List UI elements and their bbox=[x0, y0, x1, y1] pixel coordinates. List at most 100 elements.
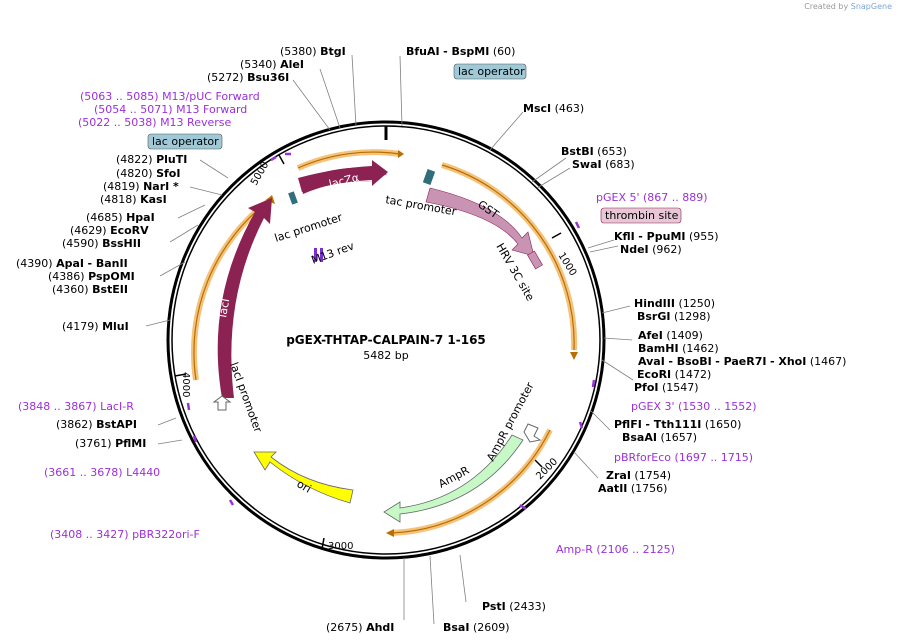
primer-label: Amp-R (2106 .. 2125) bbox=[556, 543, 675, 556]
site-label: NdeI (962) bbox=[620, 243, 682, 256]
site-label: (5380) BtgI bbox=[280, 45, 346, 58]
site-label: BsaAI (1657) bbox=[622, 431, 697, 444]
site-label: (4390) ApaI - BanII bbox=[16, 257, 128, 270]
lac-promoter-arc-line bbox=[297, 151, 401, 169]
primer-label: pGEX 3' (1530 .. 1552) bbox=[631, 400, 757, 413]
tick-5000 bbox=[278, 154, 285, 165]
gst-arrow bbox=[425, 187, 535, 257]
arc-arrow-right bbox=[570, 352, 578, 360]
laci-arrow bbox=[217, 198, 272, 398]
site-label: (5340) AleI bbox=[240, 58, 304, 71]
lac-promoter-arc bbox=[296, 149, 401, 171]
thrombin-label: thrombin site bbox=[605, 209, 679, 222]
site-label: BamHI (1462) bbox=[638, 342, 719, 355]
site-label: EcoRI (1472) bbox=[637, 368, 711, 381]
leader bbox=[319, 68, 341, 129]
primer-label: (3408 .. 3427) pBR322ori-F bbox=[50, 528, 200, 541]
left-primer-labels: (5063 .. 5085) M13/pUC Forward (5054 .. … bbox=[18, 90, 260, 541]
primer-mark bbox=[270, 155, 277, 162]
leader bbox=[157, 417, 177, 426]
site-label: (4179) MluI bbox=[62, 320, 129, 333]
thrombin-box bbox=[600, 207, 682, 224]
primer-label: pBRforEco (1697 .. 1715) bbox=[614, 451, 753, 464]
leader bbox=[157, 439, 183, 445]
laci-arc-line bbox=[193, 199, 271, 381]
site-label: (5272) Bsu36I bbox=[207, 71, 289, 84]
ori-arrow bbox=[253, 451, 354, 504]
leader-lines bbox=[145, 54, 634, 625]
arc-arrow-top bbox=[398, 150, 404, 158]
site-label: (2675) AhdI bbox=[326, 621, 394, 634]
leader bbox=[351, 54, 357, 127]
primer-mark bbox=[192, 435, 198, 443]
ori-label: ori bbox=[295, 477, 314, 495]
site-label: (3761) PflMI bbox=[75, 437, 146, 450]
lacza-arrow bbox=[298, 160, 388, 192]
leader bbox=[145, 319, 171, 327]
lac-operator-box-top bbox=[453, 63, 527, 80]
leader bbox=[189, 186, 223, 196]
tac-arc-line bbox=[441, 164, 575, 351]
site-label: (4629) EcoRV bbox=[70, 224, 149, 237]
left-site-labels: (5380) BtgI (5340) AleI (5272) Bsu36I (4… bbox=[16, 45, 346, 450]
leader bbox=[601, 305, 631, 314]
ampr-promoter-arrow bbox=[523, 423, 542, 443]
tick-label-3000: 3000 bbox=[328, 541, 353, 552]
leader bbox=[536, 167, 571, 189]
primer-marks bbox=[186, 152, 596, 511]
m13-rev-mark bbox=[320, 248, 323, 262]
bottom-site-labels: PstI (2433) BsaI (2609) (2675) AhdI bbox=[326, 600, 546, 634]
leader bbox=[603, 337, 633, 341]
site-label: PflFI - Tth111I (1650) bbox=[614, 418, 741, 431]
site-label: KflI - PpuMI (955) bbox=[614, 230, 719, 243]
leader bbox=[589, 245, 619, 253]
credit-prefix: Created by bbox=[804, 2, 849, 11]
right-site-labels: BfuAI - BspMI (60) MscI (463) BstBI (653… bbox=[406, 45, 846, 495]
leader bbox=[199, 159, 229, 179]
primer-label: (5063 .. 5085) M13/pUC Forward bbox=[80, 90, 260, 103]
site-label: (4360) BstEII bbox=[52, 283, 128, 296]
leader bbox=[589, 409, 611, 431]
site-label: BsaI (2609) bbox=[443, 621, 510, 634]
m13-rev-label: M13 rev bbox=[310, 239, 357, 267]
site-label: BfuAI - BspMI (60) bbox=[406, 45, 515, 58]
tick-3000 bbox=[321, 537, 325, 550]
brand-name: SnapGene bbox=[850, 2, 892, 11]
site-label: HindIII (1250) bbox=[634, 297, 715, 310]
primer-label: pGEX 5' (867 .. 889) bbox=[596, 191, 708, 204]
leader bbox=[159, 261, 186, 277]
leader bbox=[573, 451, 599, 479]
site-label: PfoI (1547) bbox=[634, 381, 699, 394]
leader bbox=[399, 55, 403, 127]
site-label: (4822) PluTI bbox=[116, 153, 187, 166]
primer-mark bbox=[519, 503, 527, 511]
ampr-arrow bbox=[383, 434, 524, 523]
lac-marker bbox=[288, 191, 298, 205]
laci-promoter-arrow bbox=[212, 395, 232, 411]
laci-label: lacI bbox=[216, 297, 232, 318]
site-label: ZraI (1754) bbox=[606, 469, 671, 482]
leader bbox=[601, 359, 634, 381]
tick-1000 bbox=[551, 232, 562, 239]
leader bbox=[459, 554, 467, 603]
primer-mark bbox=[228, 499, 235, 506]
leader bbox=[177, 204, 206, 219]
site-label: (4386) PspOMI bbox=[48, 270, 135, 283]
primer-label: (3661 .. 3678) L4440 bbox=[44, 466, 160, 479]
site-label: AfeI (1409) bbox=[638, 329, 703, 342]
primer-mark bbox=[578, 421, 584, 429]
m13-rev-mark bbox=[314, 248, 317, 262]
site-label: MscI (463) bbox=[523, 102, 584, 115]
primer-label: (5054 .. 5071) M13 Forward bbox=[94, 103, 247, 116]
site-label: PstI (2433) bbox=[482, 600, 546, 613]
leader bbox=[489, 111, 524, 151]
site-label: AvaI - BsoBI - PaeR7I - XhoI (1467) bbox=[638, 355, 846, 368]
leader bbox=[169, 224, 199, 243]
site-label: (4820) SfoI bbox=[116, 167, 180, 180]
ampr-arc-line bbox=[391, 429, 551, 534]
leader bbox=[587, 239, 615, 249]
plasmid-length: 5482 bp bbox=[363, 349, 408, 362]
site-label: (4818) KasI bbox=[100, 193, 167, 206]
lac-promoter-label: lac promoter bbox=[273, 211, 344, 245]
